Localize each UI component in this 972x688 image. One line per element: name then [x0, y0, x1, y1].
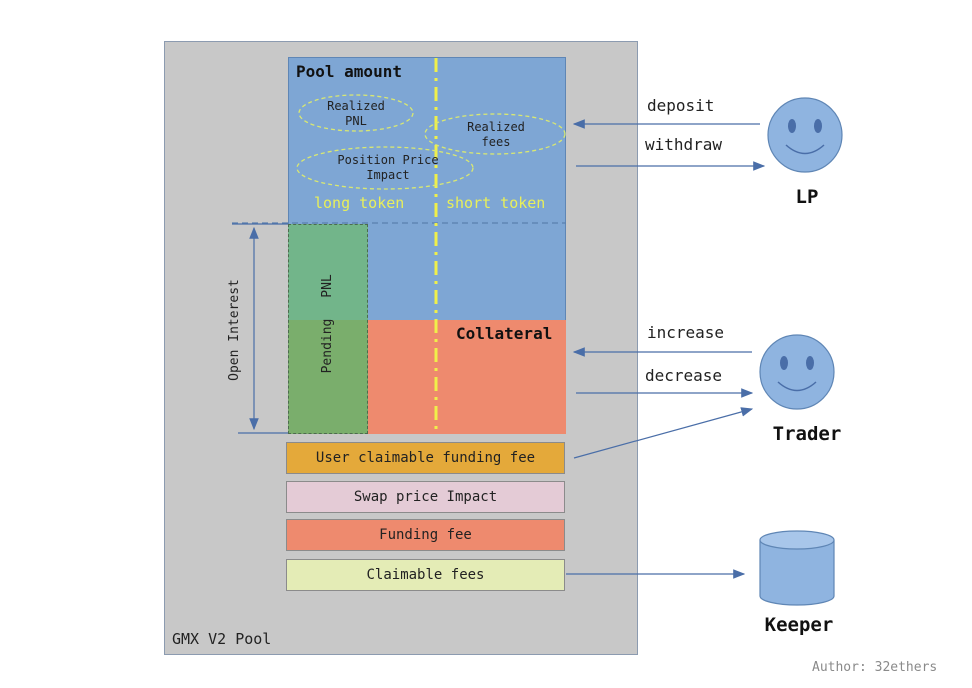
realized-fees-label: Realized fees [467, 120, 525, 149]
deposit-label: deposit [647, 96, 715, 115]
keeper-label: Keeper [764, 614, 834, 636]
collateral-title: Collateral [456, 324, 553, 343]
increase-label: increase [647, 323, 725, 342]
pending-label: Pending [320, 318, 335, 374]
decrease-label: decrease [645, 366, 723, 385]
collateral-region [368, 320, 566, 434]
open-interest-label: Open Interest [227, 279, 242, 381]
funding-claim-arrow [573, 407, 754, 459]
swap-price-impact-bar: Swap price Impact [286, 481, 565, 513]
lp-smiley-icon [767, 97, 843, 173]
funding-fee-bar: Funding fee [286, 519, 565, 551]
pnl-region [288, 224, 368, 320]
withdraw-label: withdraw [645, 135, 723, 154]
pnl-outline [288, 224, 368, 434]
long-token-label: long token [314, 194, 405, 212]
author-credit: Author: 32ethers [812, 660, 938, 675]
pool-label: GMX V2 Pool [172, 630, 272, 648]
short-token-label: short token [446, 194, 546, 212]
position-price-impact-label: Position Price Impact [337, 153, 439, 182]
trader-label: Trader [772, 423, 842, 445]
keeper-database-icon [759, 530, 835, 606]
realized-pnl-label: Realized PNL [327, 99, 385, 128]
position-impact-ellipse [296, 146, 474, 190]
pending-pnl-region [288, 320, 368, 434]
realized-fees-ellipse [424, 113, 566, 155]
user-claimable-funding-fee-bar: User claimable funding fee [286, 442, 565, 474]
realized-pnl-ellipse [298, 94, 414, 132]
pool-amount-title: Pool amount [296, 62, 402, 81]
claimable-fees-bar: Claimable fees [286, 559, 565, 591]
trader-smiley-icon [759, 334, 835, 410]
lp-label: LP [795, 186, 819, 208]
